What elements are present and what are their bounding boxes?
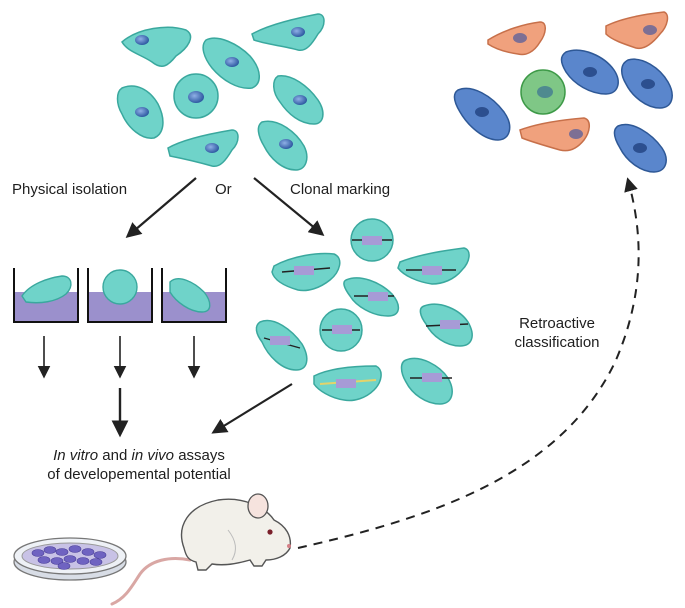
isolation-wells — [13, 268, 227, 323]
label-physical-isolation: Physical isolation — [12, 181, 128, 198]
orange-cell — [519, 117, 590, 152]
label-assays-line2: of developemental potential — [47, 466, 231, 483]
classified-population — [453, 11, 673, 173]
well — [87, 268, 153, 323]
progenitor-cell — [121, 26, 192, 67]
arrow-clonal-marking — [253, 177, 325, 236]
marked-cell — [255, 319, 308, 371]
label-clonal-marking: Clonal marking — [290, 181, 391, 198]
label-retroactive-line2: classification — [514, 334, 600, 351]
label-in-vitro: In vitro — [53, 447, 99, 464]
label-retroactive-line1: Retroactive — [519, 315, 595, 332]
retroactive-arrow — [297, 177, 640, 549]
petri-dish-icon — [13, 537, 127, 581]
marked-population — [255, 218, 473, 405]
progenitor-cell — [167, 129, 239, 168]
progenitor-population — [116, 13, 325, 171]
label-and: and — [98, 447, 132, 464]
arrow-physical-isolation — [125, 177, 197, 238]
label-assays: In vitro and in vivo assays of developem… — [14, 446, 264, 484]
orange-cell — [605, 11, 669, 50]
label-in-vivo: in vivo — [131, 447, 175, 464]
label-retroactive-classification: Retroactive classification — [492, 314, 622, 352]
arrow-to-assays — [211, 383, 293, 434]
well — [161, 268, 227, 323]
label-assays-line1: In vitro and in vivo assays — [14, 446, 264, 465]
label-assays-word: assays — [174, 447, 225, 464]
progenitor-cell — [251, 13, 325, 52]
well — [13, 268, 79, 323]
label-or: Or — [215, 181, 232, 198]
mouse-icon — [110, 493, 292, 606]
